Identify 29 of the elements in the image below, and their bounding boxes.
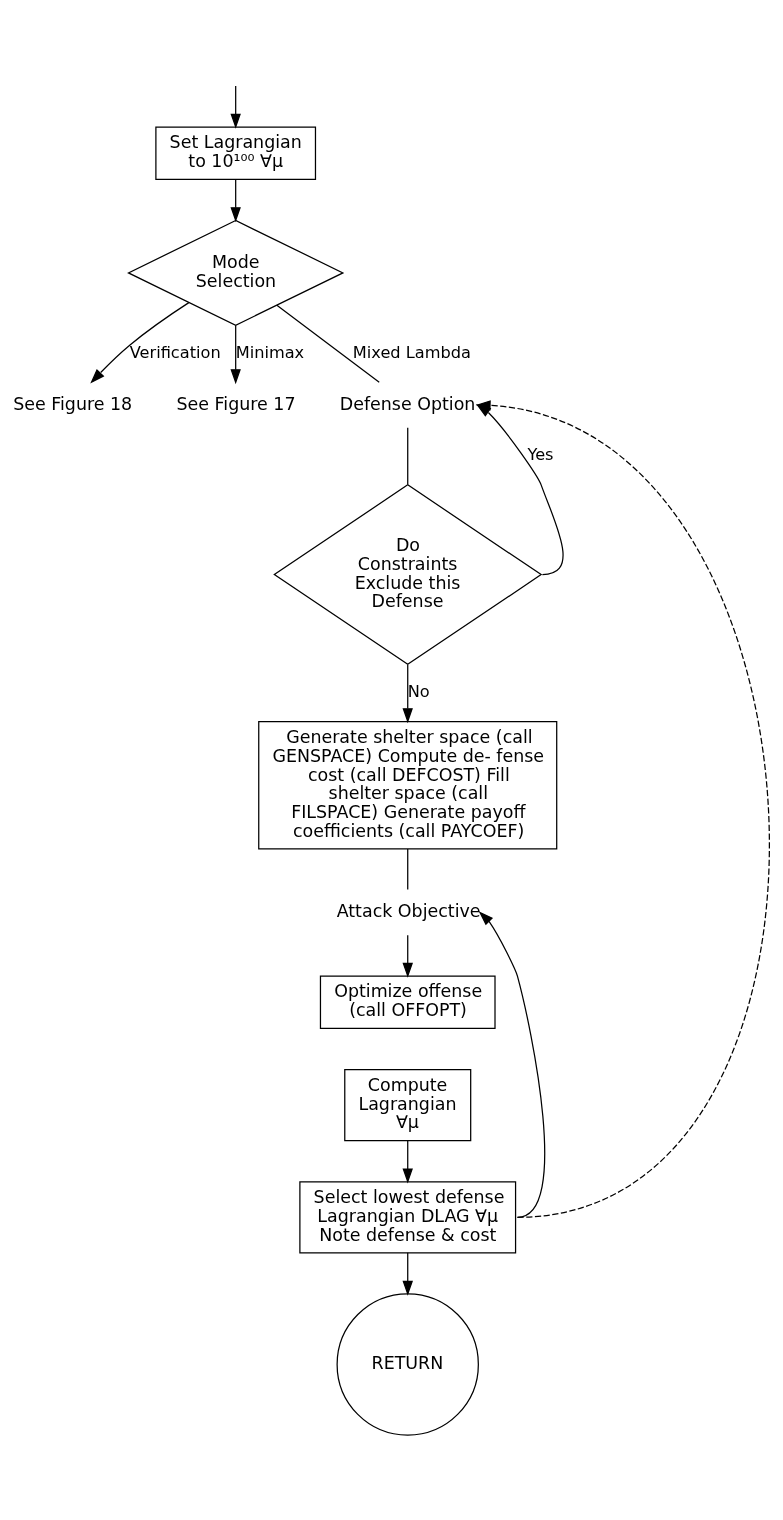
node-box: Generate shelter space (call GENSPACE) Compute de- fense cost (call DEFCOST) Fill shelter space (call FILSPACE) Generate payoff coefficients (call PAYCOEF) bbox=[258, 721, 558, 850]
node-box: Set Lagrangian to 10¹⁰⁰ ∀μ bbox=[155, 126, 317, 180]
node-diamond: Mode Selection bbox=[127, 219, 345, 326]
arrow bbox=[230, 85, 241, 129]
arrow bbox=[402, 1140, 413, 1184]
arrow bbox=[90, 301, 190, 384]
node-diamond: Do Constraints Exclude this Defense bbox=[273, 484, 543, 666]
node-box: Compute Lagrangian ∀μ bbox=[344, 1068, 472, 1142]
node-text: Attack Objective bbox=[336, 901, 481, 922]
edge-label: Mixed Lambda bbox=[352, 343, 471, 363]
arrow bbox=[230, 179, 241, 223]
edge-label: Verification bbox=[129, 343, 221, 363]
edge-label: Yes bbox=[527, 445, 554, 465]
arrow bbox=[230, 324, 241, 385]
arrow bbox=[402, 934, 413, 978]
node-box: Select lowest defense Lagrangian DLAG ∀μ Note defense & cost bbox=[299, 1181, 517, 1254]
edge-label: No bbox=[407, 682, 430, 702]
node-text: Defense Option bbox=[339, 393, 476, 414]
node-box: Optimize offense (call OFFOPT) bbox=[319, 975, 496, 1030]
arrow bbox=[478, 911, 546, 1218]
node-text: See Figure 17 bbox=[176, 393, 296, 414]
arrow bbox=[402, 1252, 413, 1296]
connector bbox=[407, 848, 409, 891]
edge-label: Minimax bbox=[235, 343, 305, 363]
node-text: See Figure 18 bbox=[13, 393, 133, 414]
connector bbox=[407, 427, 409, 486]
arrow bbox=[402, 664, 413, 724]
node-circle: RETURN bbox=[336, 1293, 479, 1436]
connector bbox=[276, 304, 380, 383]
